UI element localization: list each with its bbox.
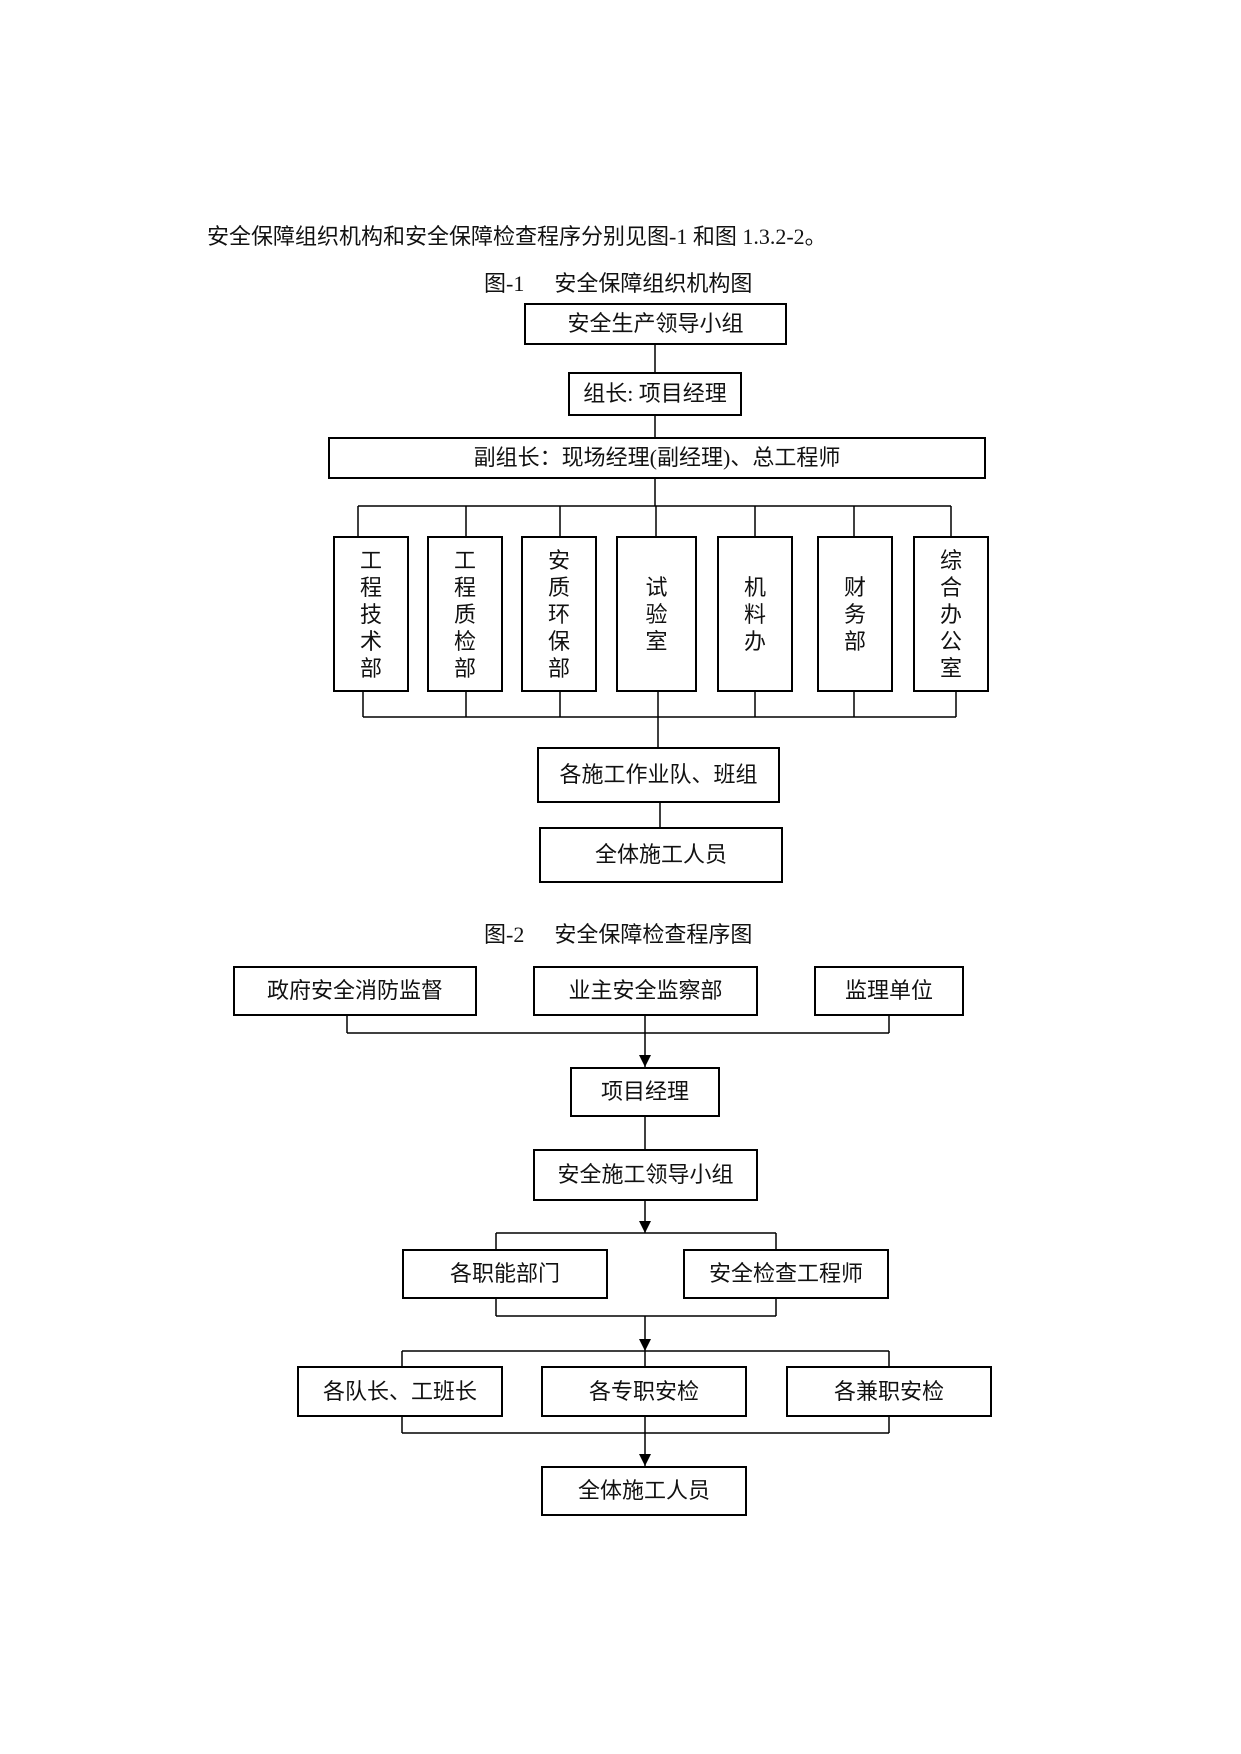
node-safety-construction-leading-group: 安全施工领导小组 <box>533 1149 758 1201</box>
node-label: 安质环保部 <box>548 547 571 681</box>
node-label: 安全检查工程师 <box>708 1261 863 1286</box>
node-label: 财务部 <box>844 574 867 654</box>
node-label: 政府安全消防监督 <box>266 978 443 1003</box>
node-work-teams: 各施工作业队、班组 <box>537 747 780 803</box>
node-label: 全体施工人员 <box>594 842 727 867</box>
node-label: 全体施工人员 <box>577 1478 710 1503</box>
node-label: 各职能部门 <box>449 1261 560 1286</box>
node-department-engineering-technology: 工程技术部 <box>333 536 409 692</box>
node-functional-departments: 各职能部门 <box>402 1249 608 1299</box>
node-label: 各施工作业队、班组 <box>559 762 758 787</box>
node-label: 安全施工领导小组 <box>557 1162 734 1187</box>
node-supervision-unit: 监理单位 <box>814 966 964 1016</box>
node-label: 项目经理 <box>600 1079 689 1104</box>
figure-2-caption: 图-2 安全保障检查程序图 <box>484 921 752 949</box>
node-label: 机料办 <box>744 574 767 654</box>
node-project-manager: 项目经理 <box>570 1067 720 1117</box>
node-label: 工程质检部 <box>454 547 477 681</box>
figure-1-caption: 图-1 安全保障组织机构图 <box>484 270 752 298</box>
node-deputy-group-leader: 副组长：现场经理(副经理)、总工程师 <box>328 437 986 479</box>
node-all-staff: 全体施工人员 <box>539 827 783 883</box>
node-label: 副组长：现场经理(副经理)、总工程师 <box>473 445 841 470</box>
node-label: 各兼职安检 <box>833 1378 944 1404</box>
node-full-time-safety-inspectors: 各专职安检 <box>541 1366 747 1417</box>
node-department-general-office: 综合办公室 <box>913 536 989 692</box>
node-label: 安全生产领导小组 <box>567 311 744 336</box>
node-label: 试验室 <box>645 574 668 654</box>
node-label: 监理单位 <box>844 978 933 1003</box>
node-label: 综合办公室 <box>940 547 963 681</box>
node-owner-safety-inspection-dept: 业主安全监察部 <box>533 966 758 1016</box>
node-label: 各队长、工班长 <box>322 1378 477 1404</box>
figure-1-title: 安全保障组织机构图 <box>554 271 753 296</box>
node-label: 工程技术部 <box>360 547 383 681</box>
node-label: 业主安全监察部 <box>568 978 723 1003</box>
node-label: 各专职安检 <box>588 1378 699 1404</box>
node-safety-production-leading-group: 安全生产领导小组 <box>524 303 787 345</box>
node-group-leader: 组长: 项目经理 <box>568 372 742 416</box>
node-department-finance: 财务部 <box>817 536 893 692</box>
node-team-leaders: 各队长、工班长 <box>297 1366 503 1417</box>
node-all-construction-staff: 全体施工人员 <box>541 1466 747 1516</box>
node-department-safety-quality-environment: 安质环保部 <box>521 536 597 692</box>
node-label: 组长: 项目经理 <box>583 381 727 406</box>
node-department-laboratory: 试验室 <box>616 536 697 692</box>
figure-2-title: 安全保障检查程序图 <box>554 922 753 947</box>
figure-2-number: 图-2 <box>484 922 525 947</box>
figure-1-number: 图-1 <box>484 271 525 296</box>
node-department-quality-inspection: 工程质检部 <box>427 536 503 692</box>
node-government-fire-safety-supervision: 政府安全消防监督 <box>233 966 477 1016</box>
node-part-time-safety-inspectors: 各兼职安检 <box>786 1366 992 1417</box>
node-department-machinery-materials: 机料办 <box>717 536 793 692</box>
intro-paragraph: 安全保障组织机构和安全保障检查程序分别见图-1 和图 1.3.2-2。 <box>207 224 827 249</box>
node-safety-inspection-engineer: 安全检查工程师 <box>683 1249 889 1299</box>
